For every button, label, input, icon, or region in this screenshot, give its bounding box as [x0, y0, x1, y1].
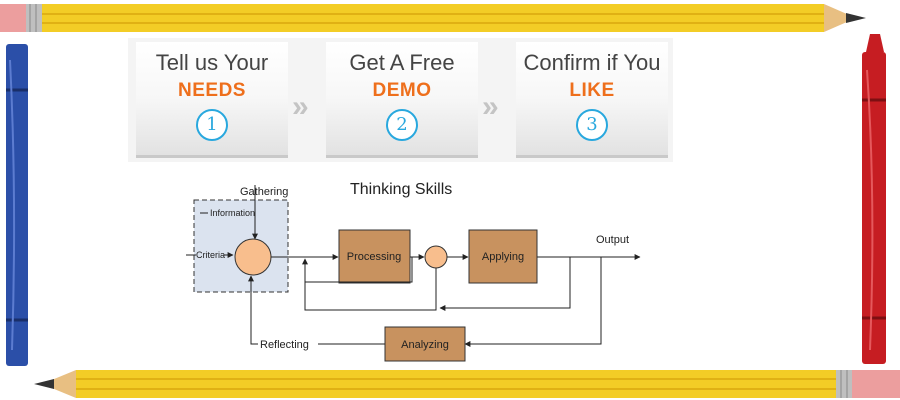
thinking-skills-diagram: Thinking Skills Gathering Information Cr…	[186, 181, 641, 362]
step-1-card[interactable]: Tell us Your NEEDS 1	[136, 42, 288, 158]
diagram-title: Thinking Skills	[350, 181, 452, 198]
applying-box	[468, 229, 538, 284]
step-3-keyword: LIKE	[569, 80, 615, 101]
processing-label: Processing	[347, 251, 401, 263]
chevron-right-icon: »	[482, 90, 499, 123]
applying-label: Applying	[482, 251, 524, 263]
information-label: Information	[210, 208, 255, 218]
step-3-number-icon: 3	[576, 109, 608, 141]
chevron-right-icon: »	[292, 90, 309, 123]
step-1-title: Tell us Your	[155, 50, 269, 75]
step-3-title: Confirm if You	[523, 50, 661, 75]
applying-feedback-loop	[439, 257, 571, 311]
analyzing-box	[384, 326, 466, 362]
output-label: Output	[596, 234, 629, 246]
step-2-keyword: DEMO	[372, 80, 432, 101]
blue-crayon-icon	[6, 44, 28, 366]
steps-banner: Tell us Your NEEDS 1 » Get A Free DEMO 2…	[128, 38, 673, 162]
inner-feedback-loop	[304, 259, 437, 311]
gathering-label: Gathering	[240, 186, 288, 198]
red-crayon-icon	[862, 34, 886, 364]
step-2-title: Get A Free	[349, 50, 455, 75]
criteria-label: Criteria	[196, 250, 225, 260]
step-1-number-icon: 1	[196, 109, 228, 141]
step-2-card[interactable]: Get A Free DEMO 2	[326, 42, 478, 158]
step-2-number-icon: 2	[386, 109, 418, 141]
top-pencil-icon	[0, 4, 866, 32]
bottom-pencil-icon	[34, 370, 900, 398]
reflecting-arrow	[248, 275, 258, 345]
analyzing-label: Analyzing	[401, 339, 449, 351]
step-1-keyword: NEEDS	[178, 80, 246, 101]
step-3-card[interactable]: Confirm if You LIKE 3	[516, 42, 668, 158]
reflecting-label: Reflecting	[260, 339, 309, 351]
to-analyzing-arrow	[464, 257, 602, 347]
gathering-node	[234, 238, 272, 276]
junction-node	[424, 245, 448, 269]
